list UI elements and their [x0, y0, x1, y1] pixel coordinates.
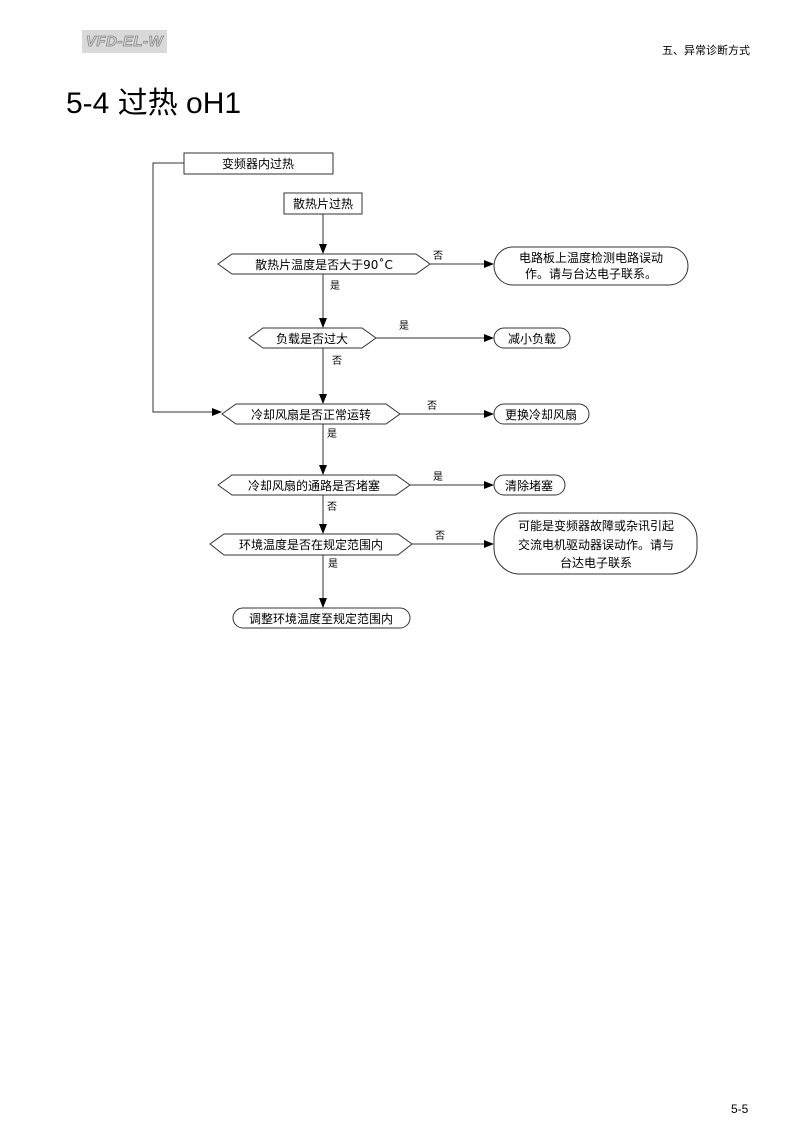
result-drive-fault-contact-delta: 可能是变频器故障或杂讯引起 交流电机驱动器误动作。请与 台达电子联系: [493, 512, 698, 575]
svg-text:电路板上温度检测电路误动: 电路板上温度检测电路误动: [519, 250, 663, 265]
svg-text:减小负载: 减小负载: [508, 332, 556, 346]
svg-text:可能是变频器故障或杂讯引起: 可能是变频器故障或杂讯引起: [518, 518, 674, 533]
result-contact-delta-board: 电路板上温度检测电路误动 作。请与台达电子联系。: [493, 246, 689, 286]
start-inner-overheat-box: 变频器内过热: [183, 152, 334, 175]
decision-fan-running: 冷却风扇是否正常运转: [221, 403, 401, 425]
page-number: 5-5: [731, 1102, 749, 1116]
connector: [152, 162, 222, 416]
svg-text:台达电子联系: 台达电子联系: [560, 555, 632, 570]
branch-label: 否: [332, 355, 342, 367]
branch-label: 是: [330, 280, 340, 292]
branch-label: 否: [427, 400, 437, 412]
result-reduce-load: 减小负载: [493, 327, 571, 349]
svg-text:变频器内过热: 变频器内过热: [222, 156, 294, 171]
branch-label: 否: [435, 530, 445, 542]
svg-text:交流电机驱动器误动作。请与: 交流电机驱动器误动作。请与: [518, 537, 674, 552]
svg-text:调整环境温度至规定范围内: 调整环境温度至规定范围内: [249, 611, 393, 626]
svg-text:负载是否过大: 负载是否过大: [276, 332, 348, 346]
heatsink-overheat-box: 散热片过热: [283, 192, 363, 215]
decision-heatsink-temp: 散热片温度是否大于90˚C: [217, 253, 431, 275]
branch-label: 是: [399, 320, 409, 332]
svg-text:更换冷却风扇: 更换冷却风扇: [505, 407, 577, 422]
decision-ambient-temp: 环境温度是否在规定范围内: [209, 533, 413, 556]
branch-label: 否: [327, 501, 337, 513]
result-clear-blockage: 清除堵塞: [493, 474, 566, 496]
chapter-title: 五、异常诊断方式: [662, 44, 750, 57]
svg-text:清除堵塞: 清除堵塞: [505, 478, 553, 493]
svg-text:环境温度是否在规定范围内: 环境温度是否在规定范围内: [239, 537, 383, 552]
product-logo: VFD-EL-W: [82, 30, 167, 53]
final-adjust-ambient-temp: 调整环境温度至规定范围内: [232, 607, 411, 629]
svg-text:作。请与台达电子联系。: 作。请与台达电子联系。: [525, 266, 657, 281]
result-replace-fan: 更换冷却风扇: [493, 403, 590, 425]
svg-text:冷却风扇是否正常运转: 冷却风扇是否正常运转: [251, 407, 371, 422]
branch-label: 否: [433, 250, 443, 262]
decision-load-too-high: 负载是否过大: [248, 327, 377, 349]
svg-text:散热片过热: 散热片过热: [293, 196, 353, 211]
section-title: 5-4 过热 oH1: [66, 87, 242, 120]
svg-text:散热片温度是否大于90˚C: 散热片温度是否大于90˚C: [255, 257, 393, 272]
branch-label: 是: [433, 471, 443, 483]
branch-label: 是: [328, 558, 338, 570]
decision-fan-path-blocked: 冷却风扇的通路是否堵塞: [217, 474, 411, 496]
branch-label: 是: [327, 428, 337, 440]
svg-text:冷却风扇的通路是否堵塞: 冷却风扇的通路是否堵塞: [248, 478, 380, 493]
